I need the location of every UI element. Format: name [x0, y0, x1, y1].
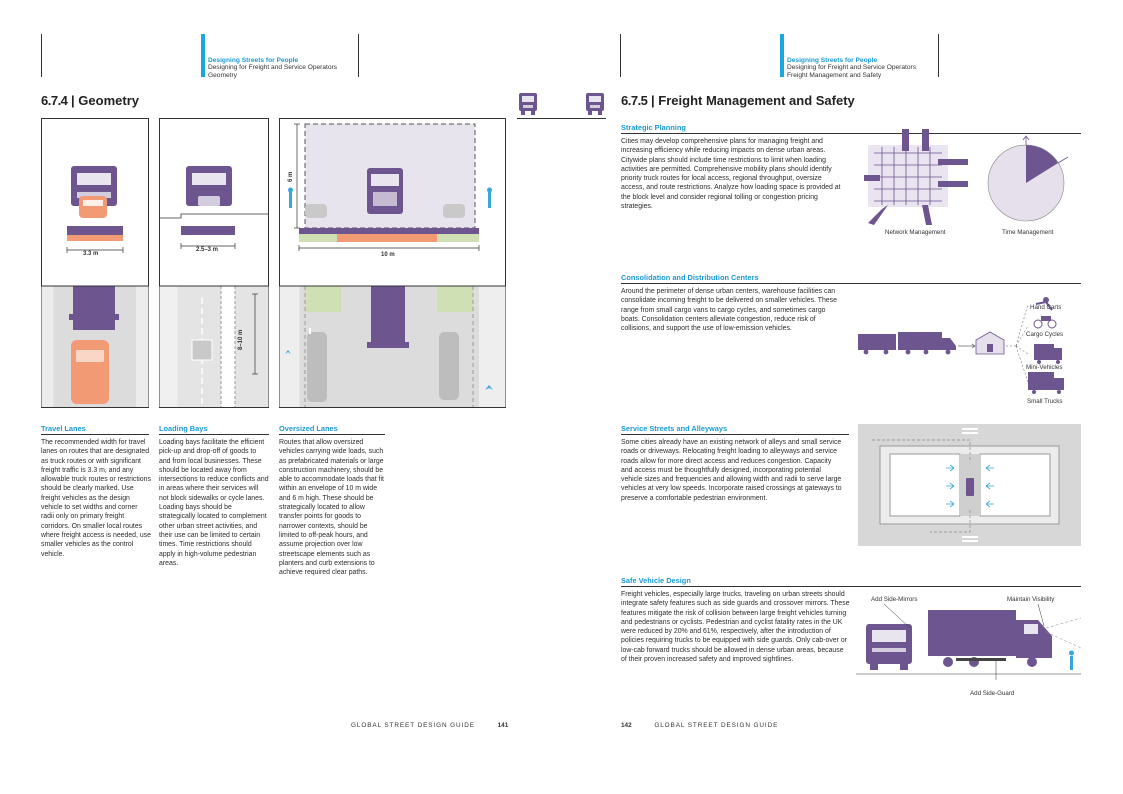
network-management-graphic	[864, 129, 968, 225]
running-header: Designing Streets for People Designing f…	[787, 57, 917, 79]
caption-rule	[621, 283, 1081, 284]
body-consolidation: Around the perimeter of dense urban cent…	[621, 288, 837, 333]
mini-vehicles-label: Mini-Vehicles	[1026, 364, 1063, 371]
caption-safe-vehicle: Safe Vehicle Design	[621, 576, 691, 585]
body-safe-vehicle: Freight vehicles, especially large truck…	[621, 591, 850, 664]
time-management-label: Time Management	[1002, 229, 1054, 236]
body-strategic-planning: Cities may develop comprehensive plans f…	[621, 138, 841, 211]
loading-bay-diagram	[159, 118, 269, 408]
body-service-streets: Some cities already have an existing net…	[621, 439, 842, 502]
width-label: 10 m	[381, 252, 395, 258]
header-accent-bar	[780, 34, 784, 77]
oversized-lane-diagram	[279, 118, 506, 408]
service-alley-graphic	[858, 424, 1081, 546]
page-footer: 142 GLOBAL STREET DESIGN GUIDE	[621, 722, 779, 729]
body-oversized-lanes: Routes that allow oversized vehicles car…	[279, 439, 384, 577]
hand-carts-label: Hand Carts	[1030, 304, 1062, 311]
header-accent-bar	[201, 34, 205, 77]
length-label: 8–10 m	[238, 329, 244, 350]
maintain-visibility-label: Maintain Visibility	[1007, 596, 1055, 603]
caption-strategic-planning: Strategic Planning	[621, 123, 686, 132]
caption-loading-bays: Loading Bays	[159, 424, 208, 433]
caption-rule	[159, 434, 269, 435]
section-heading: 6.7.4 | Geometry	[41, 93, 139, 108]
cargo-cycles-label: Cargo Cycles	[1026, 331, 1064, 338]
caption-service-streets: Service Streets and Alleyways	[621, 424, 728, 433]
margin-rule	[938, 34, 939, 77]
time-management-chart	[987, 135, 1069, 222]
width-label: 2.5–3 m	[196, 247, 219, 253]
caption-rule	[279, 434, 385, 435]
caption-oversized-lanes: Oversized Lanes	[279, 424, 338, 433]
running-header: Designing Streets for People Designing f…	[208, 57, 338, 79]
truck-front-icon	[519, 93, 537, 115]
body-travel-lanes: The recommended width for travel lanes o…	[41, 439, 151, 558]
travel-lane-diagram	[41, 118, 149, 408]
truck-front-icon	[586, 93, 604, 115]
caption-rule	[621, 586, 1081, 587]
add-side-guard-label: Add Side-Guard	[970, 690, 1015, 697]
small-trucks-label: Small Trucks	[1027, 398, 1063, 405]
caption-consolidation: Consolidation and Distribution Centers	[621, 273, 759, 282]
body-loading-bays: Loading bays facilitate the efficient pi…	[159, 439, 269, 567]
consolidation-graphic	[858, 297, 1064, 394]
caption-rule	[621, 133, 1081, 134]
safe-vehicle-graphic	[856, 603, 1081, 680]
caption-rule	[621, 434, 849, 435]
margin-rule	[41, 34, 42, 77]
page-footer: GLOBAL STREET DESIGN GUIDE 141	[351, 722, 509, 729]
add-side-mirrors-label: Add Side-Mirrors	[871, 596, 918, 603]
section-heading: 6.7.5 | Freight Management and Safety	[621, 93, 855, 108]
network-management-label: Network Management	[885, 229, 946, 236]
height-label: 6 m	[288, 171, 294, 182]
caption-travel-lanes: Travel Lanes	[41, 424, 86, 433]
gutter-rule	[517, 118, 606, 119]
margin-rule	[358, 34, 359, 77]
caption-rule	[41, 434, 149, 435]
margin-rule	[620, 34, 621, 77]
width-label: 3.3 m	[83, 251, 99, 257]
